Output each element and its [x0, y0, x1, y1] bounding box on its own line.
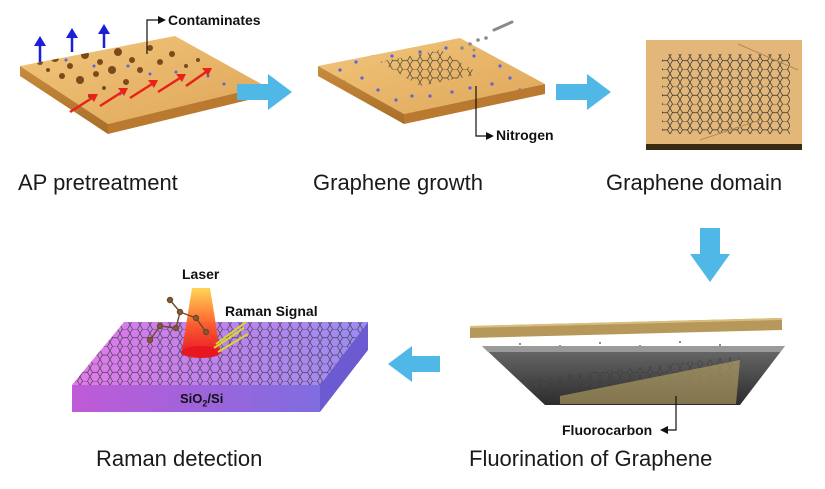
caption-raman: Raman detection [96, 446, 263, 471]
contaminates-label: Contaminates [168, 12, 261, 28]
contaminates-leader [146, 19, 158, 54]
domain-substrate [646, 40, 802, 150]
raman-signal-rays [213, 321, 249, 353]
raman-setup [72, 288, 368, 412]
substrate-label: SiO2/Si [180, 391, 224, 409]
precursor-gas [460, 36, 488, 52]
laser-beam [182, 288, 220, 350]
desorption-arrows [34, 24, 110, 62]
fluorination-setup [470, 318, 785, 434]
fluorocarbon-leader [668, 396, 677, 431]
nitrogen-leader [475, 86, 486, 137]
contaminant-particles [37, 45, 226, 98]
laser-spot [181, 346, 221, 358]
arrow-step-3-4 [690, 228, 730, 282]
caption-fluorination: Fluorination of Graphene [469, 446, 713, 471]
caption-pretreatment: AP pretreatment [18, 170, 178, 195]
graphene-domain [662, 54, 790, 134]
pretreatment-substrate [20, 16, 265, 134]
caption-growth: Graphene growth [313, 170, 483, 195]
raman-signal-label: Raman Signal [225, 303, 318, 319]
arrow-step-4-5 [388, 346, 440, 382]
plasma-arrows [69, 68, 212, 114]
arrow-step-2-3 [556, 74, 611, 110]
growth-substrate [318, 20, 545, 140]
nitrogen-label: Nitrogen [496, 127, 554, 143]
arrow-step-1-2 [237, 74, 292, 110]
laser-label: Laser [182, 266, 220, 282]
caption-domain: Graphene domain [606, 170, 783, 195]
graphene-nucleus [380, 50, 480, 86]
probe-molecule [146, 296, 210, 344]
fluorocarbon-label: Fluorocarbon [562, 422, 653, 438]
